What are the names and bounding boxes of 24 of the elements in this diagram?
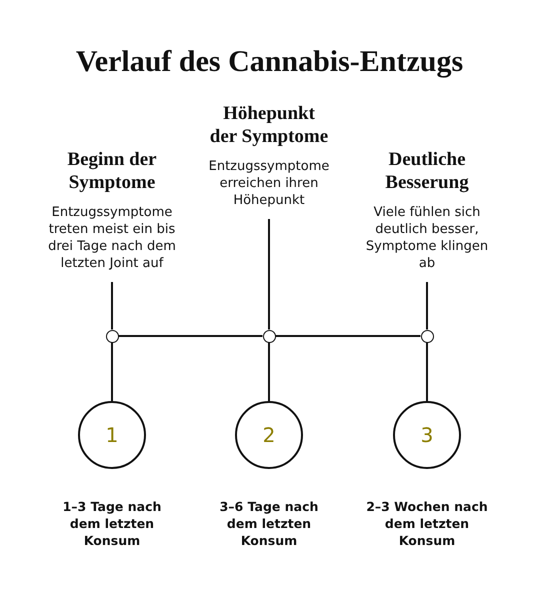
step-number: 3 bbox=[420, 423, 434, 447]
connector-line bbox=[426, 282, 428, 330]
milestone-heading: Höhepunkt der Symptome bbox=[209, 102, 329, 148]
junction-dot-icon bbox=[262, 330, 276, 342]
time-caption: 1–3 Tage nach dem letzten Konsum bbox=[62, 498, 162, 549]
junction-dot-icon bbox=[106, 330, 118, 342]
milestone-heading: Beginn der Symptome bbox=[66, 148, 158, 194]
connector-line bbox=[118, 335, 262, 337]
step-number: 1 bbox=[106, 423, 118, 447]
milestone-description: Entzugssymptome treten meist ein bis drei Tage nach dem letzten Joint auf bbox=[48, 204, 176, 272]
step-number: 2 bbox=[262, 423, 276, 447]
milestone-description: Entzugssymptome erreichen ihren Höhepunkt bbox=[208, 158, 330, 209]
junction-dot-icon bbox=[420, 330, 434, 342]
connector-line bbox=[111, 282, 113, 330]
connector-line bbox=[426, 342, 428, 401]
time-caption: 2–3 Wochen nach dem letzten Konsum bbox=[366, 498, 488, 549]
milestone-description: Viele fühlen sich deutlich besser, Symptome klingen ab bbox=[365, 204, 489, 272]
connector-line bbox=[276, 335, 420, 337]
time-caption: 3–6 Tage nach dem letzten Konsum bbox=[219, 498, 319, 549]
connector-line bbox=[268, 219, 270, 330]
milestone-heading: Deutliche Besserung bbox=[384, 148, 470, 194]
connector-line bbox=[111, 342, 113, 401]
diagram-title: Verlauf des Cannabis-Entzugs bbox=[76, 44, 464, 80]
connector-line bbox=[268, 342, 270, 401]
